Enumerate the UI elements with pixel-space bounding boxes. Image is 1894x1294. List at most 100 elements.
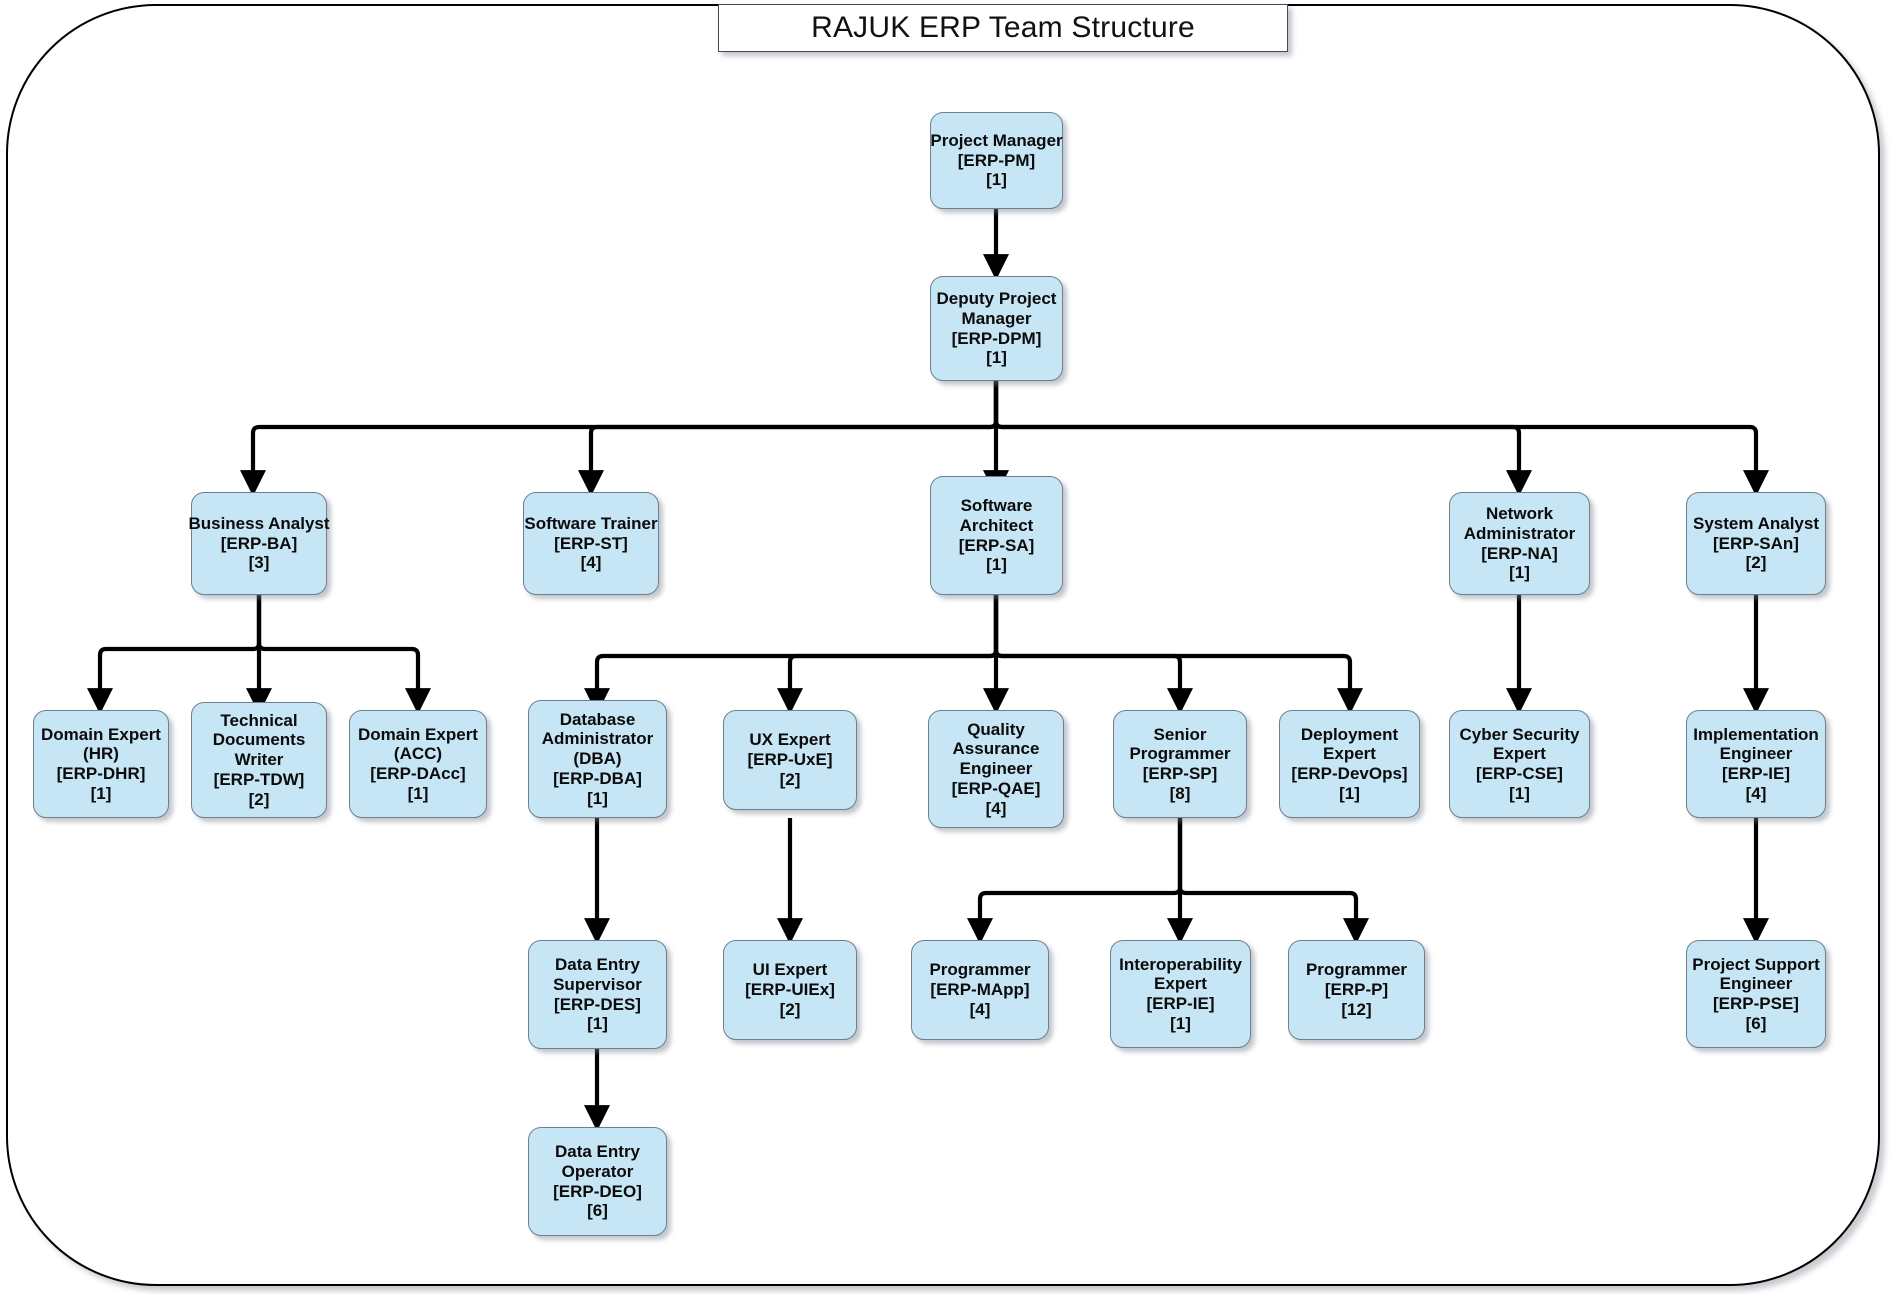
node-line: [8] — [1169, 783, 1191, 803]
node-line: [1] — [407, 783, 429, 803]
node-line: [ERP-NA] — [1481, 543, 1558, 563]
node-programmer-p[interactable]: Programmer [ERP-P] [12] — [1288, 940, 1425, 1040]
node-ui-expert[interactable]: UI Expert [ERP-UIEx] [2] — [723, 940, 857, 1040]
node-line: Programmer — [929, 960, 1031, 980]
node-line: Domain Expert — [358, 724, 478, 744]
node-line: Engineer — [959, 759, 1033, 779]
node-network-administrator[interactable]: Network Administrator [ERP-NA] [1] — [1449, 492, 1590, 595]
node-line: Project Support — [1692, 954, 1820, 974]
node-domain-expert-acc[interactable]: Domain Expert (ACC) [ERP-DAcc] [1] — [349, 710, 487, 818]
node-data-entry-supervisor[interactable]: Data Entry Supervisor [ERP-DES] [1] — [528, 940, 667, 1049]
node-line: Engineer — [1719, 744, 1793, 764]
node-line: [ERP-IE] — [1146, 994, 1215, 1013]
node-line: [ERP-CSE] — [1476, 764, 1563, 783]
node-line: [ERP-DHR] — [56, 764, 146, 783]
node-line: Data Entry — [554, 1142, 641, 1162]
node-line: [3] — [248, 553, 270, 573]
node-line: [12] — [1341, 999, 1372, 1019]
node-project-manager[interactable]: Project Manager [ERP-PM] [1] — [930, 112, 1063, 209]
node-line: Deputy Project — [936, 289, 1057, 309]
node-line: [ERP-SP] — [1142, 764, 1218, 783]
node-line: Programmer — [1305, 960, 1408, 980]
node-line: Programmer — [1129, 744, 1231, 764]
node-line: [ERP-DevOps] — [1291, 764, 1408, 783]
node-line: Administrator — [1463, 523, 1576, 543]
node-deployment-expert[interactable]: Deployment Expert [ERP-DevOps] [1] — [1279, 710, 1420, 818]
node-line: Software Trainer — [524, 513, 658, 533]
node-system-analyst[interactable]: System Analyst [ERP-SAn] [2] — [1686, 492, 1826, 595]
node-line: [ERP-DES] — [554, 994, 641, 1014]
node-line: Implementation — [1693, 724, 1819, 744]
node-line: Project Manager — [930, 130, 1063, 150]
node-line: [ERP-DEO] — [553, 1181, 642, 1201]
node-domain-expert-hr[interactable]: Domain Expert (HR) [ERP-DHR] [1] — [33, 710, 169, 818]
node-line: [ERP-TDW] — [213, 769, 305, 789]
node-implementation-engineer[interactable]: Implementation Engineer [ERP-IE] [4] — [1686, 710, 1826, 818]
node-line: [1] — [1509, 783, 1530, 803]
node-line: Writer — [234, 750, 284, 770]
node-line: (DBA) — [573, 749, 622, 769]
node-line: (HR) — [83, 744, 119, 764]
node-software-trainer[interactable]: Software Trainer [ERP-ST] [4] — [523, 492, 659, 595]
node-line: UI Expert — [752, 960, 828, 980]
node-business-analyst[interactable]: Business Analyst [ERP-BA] [3] — [188, 492, 330, 595]
node-line: Database — [559, 709, 636, 729]
node-line: Senior — [1153, 724, 1207, 744]
node-line: [4] — [1745, 783, 1767, 803]
node-line: Manager — [961, 308, 1032, 328]
node-line: [ERP-UIEx] — [745, 980, 835, 1000]
node-interoperability-expert[interactable]: Interoperability Expert [ERP-IE] [1] — [1110, 940, 1251, 1048]
node-quality-assurance-engineer[interactable]: Quality Assurance Engineer [ERP-QAE] [4] — [928, 710, 1064, 828]
node-line: [6] — [1745, 1013, 1767, 1033]
node-line: (ACC) — [393, 744, 443, 764]
node-technical-documents-writer[interactable]: Technical Documents Writer [ERP-TDW] [2] — [191, 702, 327, 818]
node-line: [ERP-QAE] — [951, 778, 1041, 798]
node-ux-expert[interactable]: UX Expert [ERP-UxE] [2] — [723, 710, 857, 810]
node-line: [ERP-MApp] — [930, 980, 1030, 1000]
node-line: [ERP-P] — [1324, 980, 1389, 1000]
node-line: Business Analyst — [188, 513, 330, 533]
node-line: [ERP-PSE] — [1713, 994, 1799, 1013]
node-line: Operator — [561, 1161, 634, 1181]
node-line: UX Expert — [749, 730, 831, 750]
node-line: [ERP-DBA] — [553, 768, 642, 788]
node-line: Software — [960, 496, 1033, 516]
node-line: [1] — [1509, 563, 1530, 583]
node-line: [2] — [779, 769, 801, 789]
node-database-administrator[interactable]: Database Administrator (DBA) [ERP-DBA] [… — [528, 700, 667, 818]
node-line: [2] — [779, 999, 801, 1019]
node-line: Documents — [212, 730, 306, 750]
node-line: Expert — [1154, 974, 1207, 994]
node-line: Architect — [959, 515, 1034, 535]
node-line: Domain Expert — [41, 724, 161, 744]
node-line: [1] — [587, 788, 608, 808]
node-deputy-project-manager[interactable]: Deputy Project Manager [ERP-DPM] [1] — [930, 276, 1063, 381]
node-line: [ERP-SA] — [958, 535, 1035, 555]
node-line: Administrator — [541, 729, 654, 749]
node-line: [ERP-DPM] — [951, 328, 1042, 348]
node-line: Expert — [1323, 744, 1376, 764]
node-senior-programmer[interactable]: Senior Programmer [ERP-SP] [8] — [1113, 710, 1247, 818]
node-line: Deployment — [1300, 724, 1399, 744]
node-line: [1] — [1170, 1013, 1191, 1033]
node-line: [1] — [90, 783, 112, 803]
node-line: [ERP-ST] — [554, 533, 628, 553]
node-line: Network — [1485, 504, 1554, 524]
node-line: [2] — [1745, 553, 1767, 573]
node-line: [1] — [986, 170, 1007, 190]
node-line: [4] — [969, 999, 991, 1019]
node-line: Supervisor — [553, 974, 642, 994]
node-line: System Analyst — [1693, 513, 1819, 533]
node-line: Cyber Security — [1459, 724, 1580, 744]
node-line: Interoperability — [1119, 954, 1242, 974]
node-software-architect[interactable]: Software Architect [ERP-SA] [1] — [930, 476, 1063, 595]
node-line: [1] — [587, 1014, 608, 1034]
node-line: [2] — [248, 789, 270, 809]
node-line: [6] — [587, 1201, 608, 1221]
node-cyber-security-expert[interactable]: Cyber Security Expert [ERP-CSE] [1] — [1449, 710, 1590, 818]
page-title: RAJUK ERP Team Structure — [811, 11, 1195, 44]
node-project-support-engineer[interactable]: Project Support Engineer [ERP-PSE] [6] — [1686, 940, 1826, 1048]
node-programmer-mapp[interactable]: Programmer [ERP-MApp] [4] — [911, 940, 1049, 1040]
node-data-entry-operator[interactable]: Data Entry Operator [ERP-DEO] [6] — [528, 1127, 667, 1236]
